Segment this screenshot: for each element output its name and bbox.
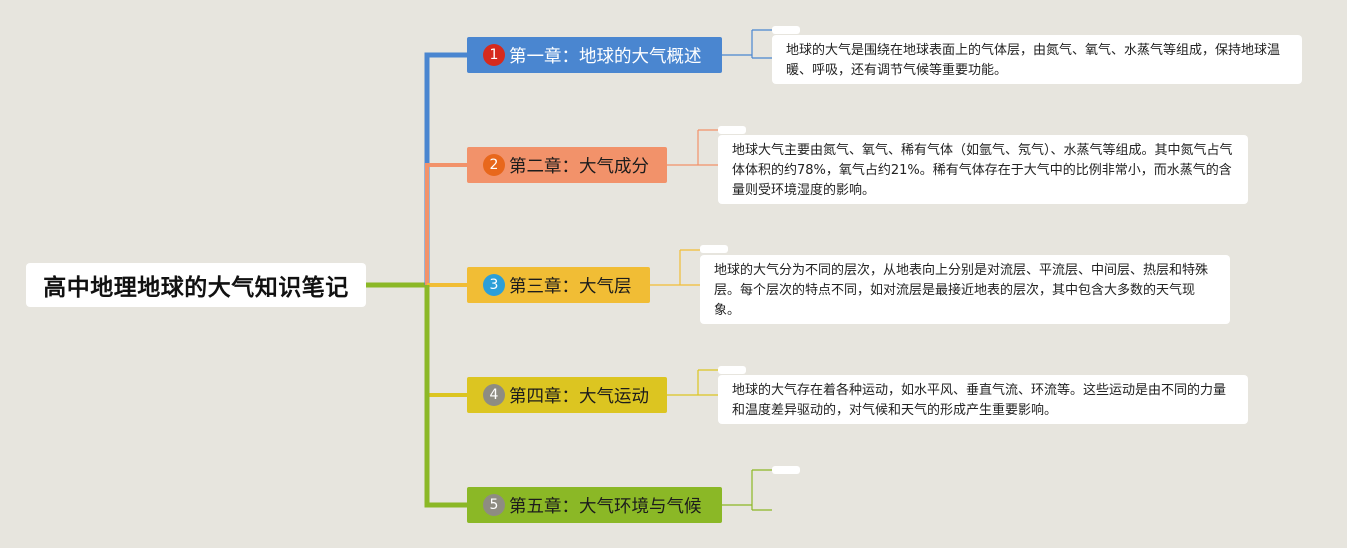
chapter-4-label: 第四章：大气运动 [509,386,649,407]
chapter-2-number-badge: 2 [483,154,505,176]
branch-line-chapter-1 [424,52,467,285]
note-connector-chapter-3 [650,249,700,286]
chapter-5-node[interactable]: 5 第五章：大气环境与气候 [467,487,722,523]
chapter-5-note-tab [772,466,800,474]
chapter-4-node[interactable]: 4 第四章：大气运动 [467,377,667,413]
note-connector-chapter-4 [667,369,718,396]
note-connector-chapter-5 [722,469,772,511]
note-connector-chapter-2 [667,129,718,166]
chapter-2-note[interactable]: 地球大气主要由氮气、氧气、稀有气体（如氩气、氖气）、水蒸气等组成。其中氮气占气体… [718,135,1248,204]
branch-line-chapter-2 [425,163,467,285]
chapter-1-note[interactable]: 地球的大气是围绕在地球表面上的气体层，由氮气、氧气、水蒸气等组成，保持地球温暖、… [772,35,1302,84]
chapter-5-label: 第五章：大气环境与气候 [509,496,702,517]
chapter-1-node[interactable]: 1 第一章：地球的大气概述 [467,37,722,73]
chapter-2-label: 第二章：大气成分 [509,156,649,177]
chapter-3-number-badge: 3 [483,274,505,296]
note-connector-chapter-1 [722,29,772,59]
chapter-2-note-tab [718,126,746,134]
chapter-4-number-badge: 4 [483,384,505,406]
chapter-1-note-tab [772,26,800,34]
chapter-1-label: 第一章：地球的大气概述 [509,46,702,67]
branch-line-chapter-4 [425,285,467,397]
chapter-3-note-tab [700,245,728,253]
chapter-5-number-badge: 5 [483,494,505,516]
chapter-4-note-tab [718,366,746,374]
chapter-1-number-badge: 1 [483,44,505,66]
chapter-3-note[interactable]: 地球的大气分为不同的层次，从地表向上分别是对流层、平流层、中间层、热层和特殊层。… [700,255,1230,324]
chapter-4-note[interactable]: 地球的大气存在着各种运动，如水平风、垂直气流、环流等。这些运动是由不同的力量和温… [718,375,1248,424]
chapter-3-node[interactable]: 3 第三章：大气层 [467,267,650,303]
chapter-3-label: 第三章：大气层 [509,276,632,297]
root-topic[interactable]: 高中地理地球的大气知识笔记 [26,263,366,307]
chapter-2-node[interactable]: 2 第二章：大气成分 [467,147,667,183]
branch-line-chapter-5 [424,285,467,508]
